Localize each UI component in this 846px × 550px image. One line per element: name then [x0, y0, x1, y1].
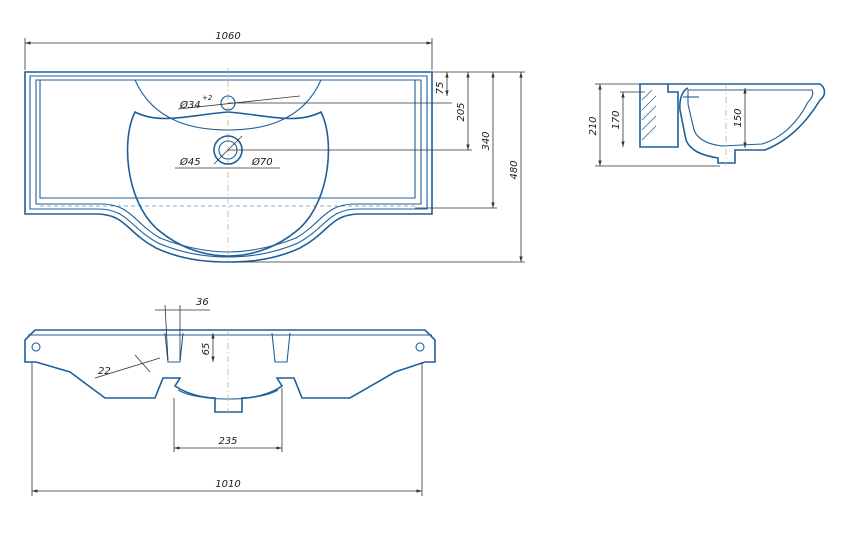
deck-inner — [39, 80, 416, 199]
dim-bowl-depth: 150 — [733, 108, 744, 127]
side-back-wall — [639, 83, 679, 148]
dim-height-body: 170 — [611, 110, 622, 129]
tap-hole-diameter: Ø34 — [179, 99, 201, 111]
dim-depth-total: 480 — [509, 160, 520, 179]
basin-rim-line-1 — [29, 75, 428, 258]
side-view: 210 170 150 — [588, 83, 826, 167]
dim-height-total: 210 — [588, 116, 599, 135]
front-view: 36 65 22 235 1010 — [24, 297, 436, 496]
dim-rim-offset: 75 — [435, 82, 446, 95]
side-hatching — [641, 89, 657, 141]
front-slot-left — [164, 332, 184, 363]
dim-drain-spacing: 235 — [218, 436, 237, 447]
drain-outer-diameter: Ø70 — [251, 156, 273, 168]
dim-line-slot-offset — [94, 357, 161, 379]
dim-width-bottom: 1010 — [215, 479, 240, 490]
front-outline — [24, 329, 436, 413]
dim-slot-offset: 22 — [98, 366, 111, 377]
dim-depth-bowl: 340 — [481, 131, 492, 150]
dim-slot-height: 65 — [201, 343, 212, 356]
dim-depth-tap: 205 — [456, 102, 467, 121]
dim-width-total: 1060 — [215, 31, 240, 42]
side-bowl-inner — [687, 89, 814, 147]
ext-line — [134, 354, 151, 373]
drain-inner-diameter: Ø45 — [179, 156, 201, 168]
top-view: 1060 75 205 340 480 Ø34 +2 Ø45 Ø70 — [24, 31, 525, 263]
front-slot-right — [271, 332, 291, 363]
front-mount-hole-left — [31, 342, 41, 352]
leader-tap-hole — [177, 95, 301, 110]
dim-slot-width: 36 — [196, 297, 209, 308]
basin-outer-outline — [24, 71, 433, 263]
tap-hole-tolerance: +2 — [202, 94, 213, 102]
side-bowl-profile — [668, 83, 826, 164]
ext-line — [164, 304, 169, 361]
basin-rim-line-2 — [35, 79, 422, 253]
leader-drain-diag — [213, 135, 243, 165]
front-mount-hole-right — [415, 342, 425, 352]
